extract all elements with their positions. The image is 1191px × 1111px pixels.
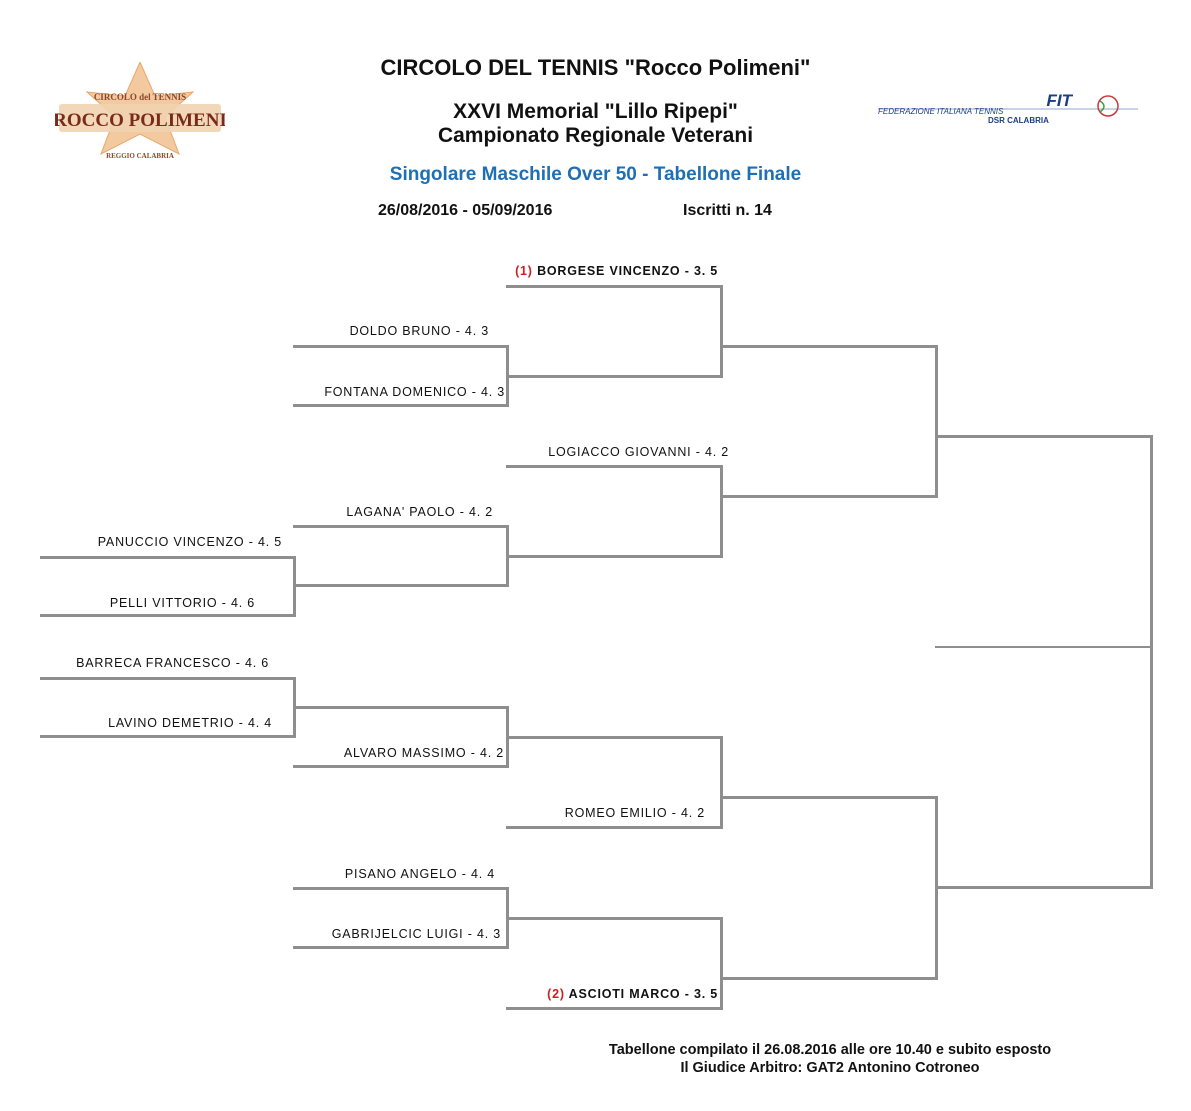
bracket-line bbox=[720, 977, 938, 980]
logo-right-brand: FIT bbox=[1047, 92, 1074, 110]
bracket-line bbox=[720, 796, 938, 799]
bracket-line bbox=[720, 345, 938, 348]
bracket-line bbox=[720, 736, 723, 829]
player-name: ALVARO MASSIMO - 4. 2 bbox=[343, 746, 504, 760]
bracket-line bbox=[40, 556, 296, 559]
referee-note: Il Giudice Arbitro: GAT2 Antonino Cotron… bbox=[680, 1060, 980, 1076]
logo-left-line2: ROCCO POLIMENI bbox=[55, 110, 225, 131]
bracket-line bbox=[506, 285, 723, 288]
bracket-line bbox=[40, 677, 296, 680]
bracket-line bbox=[506, 375, 723, 378]
bracket-line bbox=[720, 495, 938, 498]
compiled-note: Tabellone compilato il 26.08.2016 alle o… bbox=[608, 1042, 1052, 1058]
bracket-line bbox=[506, 555, 723, 558]
player-name: DOLDO BRUNO - 4. 3 bbox=[349, 324, 489, 338]
bracket-line bbox=[720, 285, 723, 378]
memorial-title: XXVI Memorial "Lillo Ripepi" bbox=[453, 100, 738, 123]
player-name: ASCIOTI MARCO - 3. 5 bbox=[568, 987, 718, 1001]
championship-title: Campionato Regionale Veterani bbox=[437, 124, 754, 147]
bracket-line bbox=[293, 345, 509, 348]
player-name: FONTANA DOMENICO - 4. 3 bbox=[324, 385, 505, 399]
player-name: LAGANA' PAOLO - 4. 2 bbox=[346, 505, 493, 519]
bracket-line bbox=[506, 1007, 723, 1010]
player-name: PANUCCIO VINCENZO - 4. 5 bbox=[97, 535, 282, 549]
player-name: LAVINO DEMETRIO - 4. 4 bbox=[108, 716, 272, 730]
tennis-ball-icon bbox=[1097, 95, 1119, 117]
player-name: BORGESE VINCENZO - 3. 5 bbox=[537, 264, 718, 278]
seed-badge: (1) bbox=[515, 264, 533, 278]
winner-line bbox=[935, 646, 1153, 648]
logo-right-line2: DSR CALABRIA bbox=[988, 116, 1049, 125]
bracket-line bbox=[1150, 435, 1153, 889]
bracket-line bbox=[293, 946, 509, 949]
bracket-line bbox=[506, 736, 723, 739]
logo-left-line1: CIRCOLO del TENNIS bbox=[94, 92, 186, 102]
bracket-line bbox=[935, 435, 1153, 438]
bracket-line bbox=[293, 404, 509, 407]
bracket-line bbox=[40, 735, 296, 738]
bracket-line bbox=[40, 614, 296, 617]
bracket-line bbox=[293, 584, 509, 587]
club-logo: CIRCOLO del TENNIS ROCCO POLIMENI REGGIO… bbox=[55, 62, 225, 160]
bracket-line bbox=[506, 917, 723, 920]
bracket-line bbox=[293, 887, 509, 890]
seed-badge: (2) bbox=[547, 987, 565, 1001]
logo-left-line3: REGGIO CALABRIA bbox=[106, 152, 174, 160]
bracket-line bbox=[293, 706, 509, 709]
player-name: PELLI VITTORIO - 4. 6 bbox=[109, 596, 255, 610]
bracket-line bbox=[720, 465, 723, 558]
bracket-line bbox=[293, 765, 509, 768]
bracket-line bbox=[293, 525, 509, 528]
bracket-line bbox=[506, 826, 723, 829]
player-name: LOGIACCO GIOVANNI - 4. 2 bbox=[548, 445, 729, 459]
federation-logo: FIT FEDERAZIONE ITALIANA TENNIS DSR CALA… bbox=[878, 92, 1138, 125]
club-title: CIRCOLO DEL TENNIS "Rocco Polimeni" bbox=[380, 55, 811, 80]
bracket-line bbox=[720, 917, 723, 1010]
bracket-line bbox=[935, 886, 1153, 889]
event-title: Singolare Maschile Over 50 - Tabellone F… bbox=[389, 164, 802, 185]
entries-count: Iscritti n. 14 bbox=[683, 202, 772, 219]
player-name: PISANO ANGELO - 4. 4 bbox=[344, 867, 495, 881]
player-name: BARRECA FRANCESCO - 4. 6 bbox=[76, 656, 269, 670]
player-name: GABRIJELCIC LUIGI - 4. 3 bbox=[331, 927, 501, 941]
logo-right-line1: FEDERAZIONE ITALIANA TENNIS bbox=[878, 107, 1004, 116]
player-name: ROMEO EMILIO - 4. 2 bbox=[564, 806, 705, 820]
player-entry: (2) ASCIOTI MARCO - 3. 5 bbox=[506, 987, 718, 1001]
bracket-line bbox=[935, 345, 938, 498]
tournament-dates: 26/08/2016 - 05/09/2016 bbox=[378, 202, 553, 219]
player-entry: (1) BORGESE VINCENZO - 3. 5 bbox=[472, 264, 718, 278]
bracket-line bbox=[506, 465, 723, 468]
